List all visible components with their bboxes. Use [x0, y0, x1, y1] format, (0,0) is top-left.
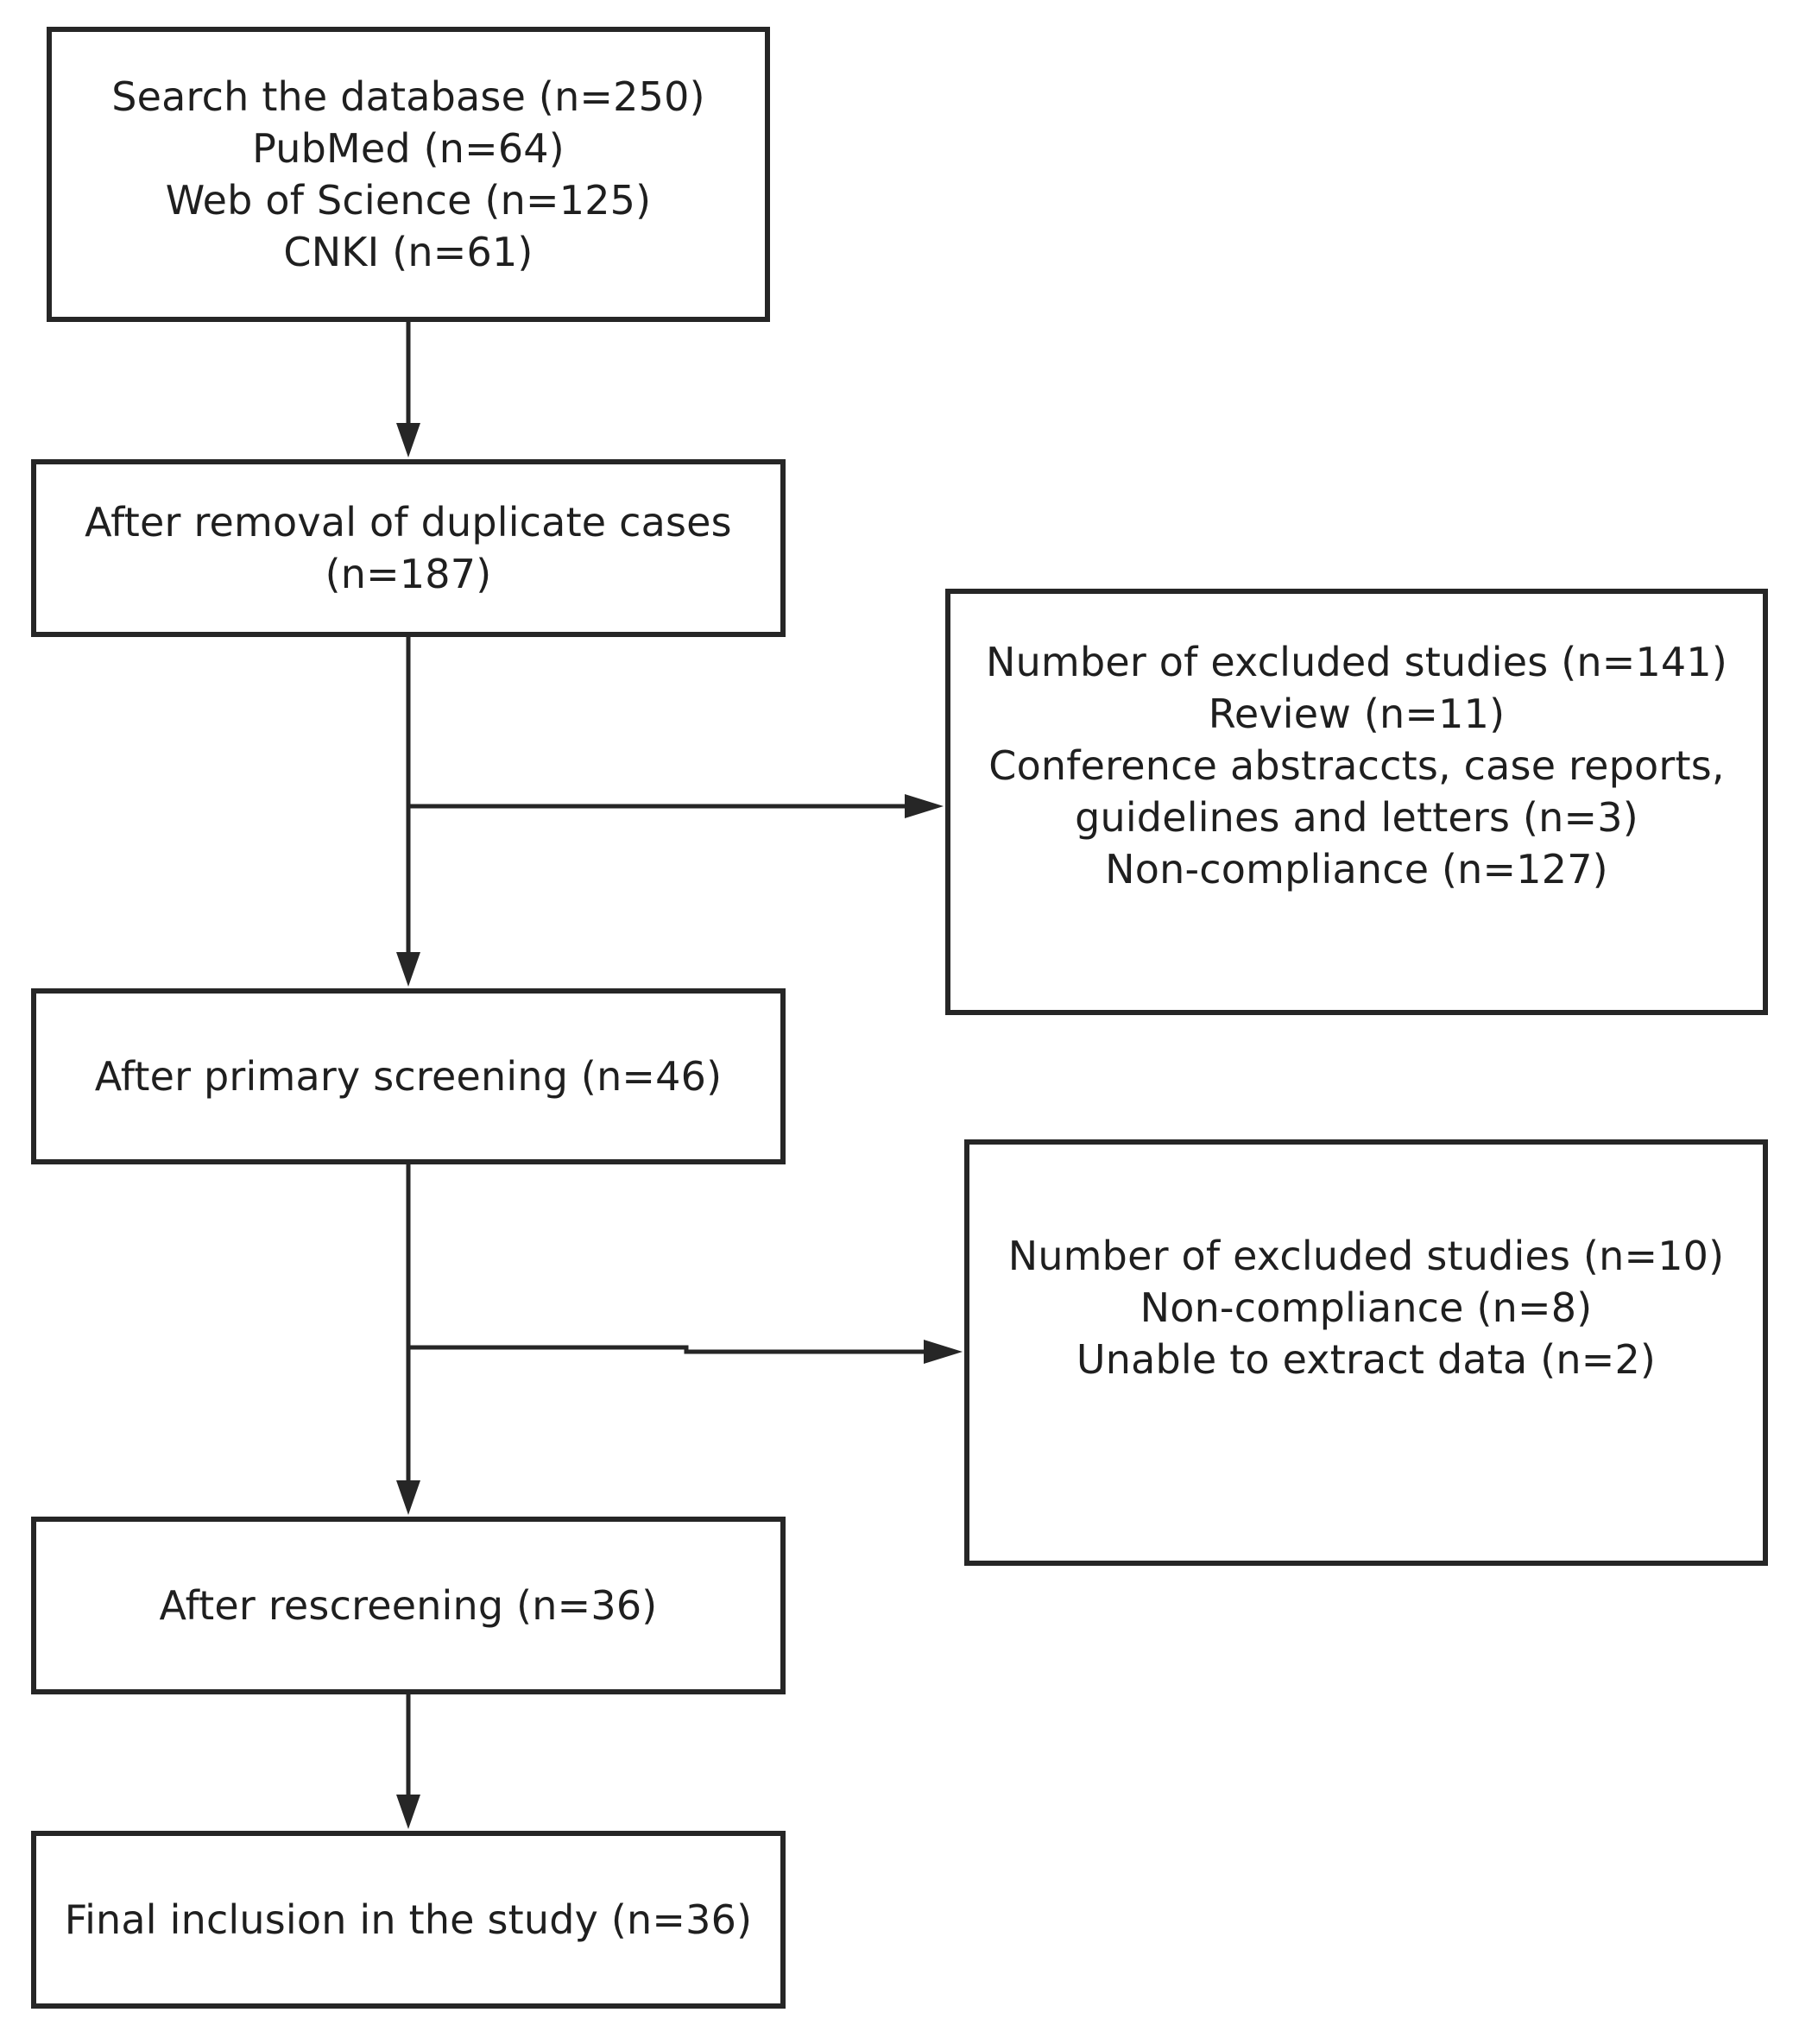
after-duplicates-box: After removal of duplicate cases (n=187) — [31, 459, 786, 637]
excluded-second-total: Number of excluded studies (n=10) — [1007, 1233, 1725, 1279]
pubmed-count-line: PubMed (n=64) — [252, 125, 565, 172]
after-rescreening-text: After rescreening (n=36) — [160, 1580, 658, 1631]
final-inclusion-box: Final inclusion in the study (n=36) — [31, 1831, 786, 2009]
arrowhead-duplicates-to-primary — [396, 952, 420, 987]
arrowhead-branch-to-excluded-first — [905, 794, 944, 818]
excluded-first-guidelines: guidelines and letters (n=3) — [1075, 794, 1638, 841]
excluded-second-noncompliance: Non-compliance (n=8) — [1140, 1284, 1593, 1331]
excluded-first-review: Review (n=11) — [1208, 691, 1506, 737]
search-database-box: Search the database (n=250) PubMed (n=64… — [47, 27, 770, 322]
excluded-first-total: Number of excluded studies (n=141) — [985, 639, 1728, 685]
arrowhead-search-to-duplicates — [396, 423, 420, 457]
arrowhead-rescreening-to-final — [396, 1795, 420, 1829]
web-of-science-count-line: Web of Science (n=125) — [165, 177, 652, 224]
after-rescreening-box: After rescreening (n=36) — [31, 1517, 786, 1694]
arrowhead-primary-to-rescreening — [396, 1480, 420, 1515]
search-database-text: Search the database (n=250) PubMed (n=64… — [111, 71, 704, 278]
excluded-first-conference: Conference abstraccts, case reports, — [988, 742, 1725, 789]
search-database-line: Search the database (n=250) — [111, 73, 705, 120]
excluded-second-unable-extract: Unable to extract data (n=2) — [1076, 1336, 1657, 1383]
excluded-studies-second-text: Number of excluded studies (n=10) Non-co… — [1008, 1230, 1725, 1385]
excluded-studies-first-text: Number of excluded studies (n=141) Revie… — [986, 636, 1727, 895]
arrow-branch-to-excluded-second — [408, 1345, 925, 1354]
after-duplicates-label: After removal of duplicate cases — [85, 499, 732, 546]
after-duplicates-count: (n=187) — [325, 551, 492, 597]
after-rescreening-label: After rescreening (n=36) — [159, 1582, 658, 1629]
final-inclusion-text: Final inclusion in the study (n=36) — [65, 1894, 752, 1946]
after-primary-screening-box: After primary screening (n=46) — [31, 988, 786, 1164]
after-duplicates-text: After removal of duplicate cases (n=187) — [85, 496, 732, 600]
excluded-first-noncompliance: Non-compliance (n=127) — [1105, 846, 1608, 893]
after-primary-screening-label: After primary screening (n=46) — [94, 1053, 723, 1100]
excluded-studies-first-box: Number of excluded studies (n=141) Revie… — [945, 589, 1768, 1015]
excluded-studies-second-box: Number of excluded studies (n=10) Non-co… — [964, 1139, 1768, 1566]
final-inclusion-label: Final inclusion in the study (n=36) — [64, 1896, 753, 1943]
after-primary-screening-text: After primary screening (n=46) — [95, 1050, 723, 1102]
cnki-count-line: CNKI (n=61) — [283, 229, 533, 275]
arrowhead-branch-to-excluded-second — [924, 1340, 963, 1364]
